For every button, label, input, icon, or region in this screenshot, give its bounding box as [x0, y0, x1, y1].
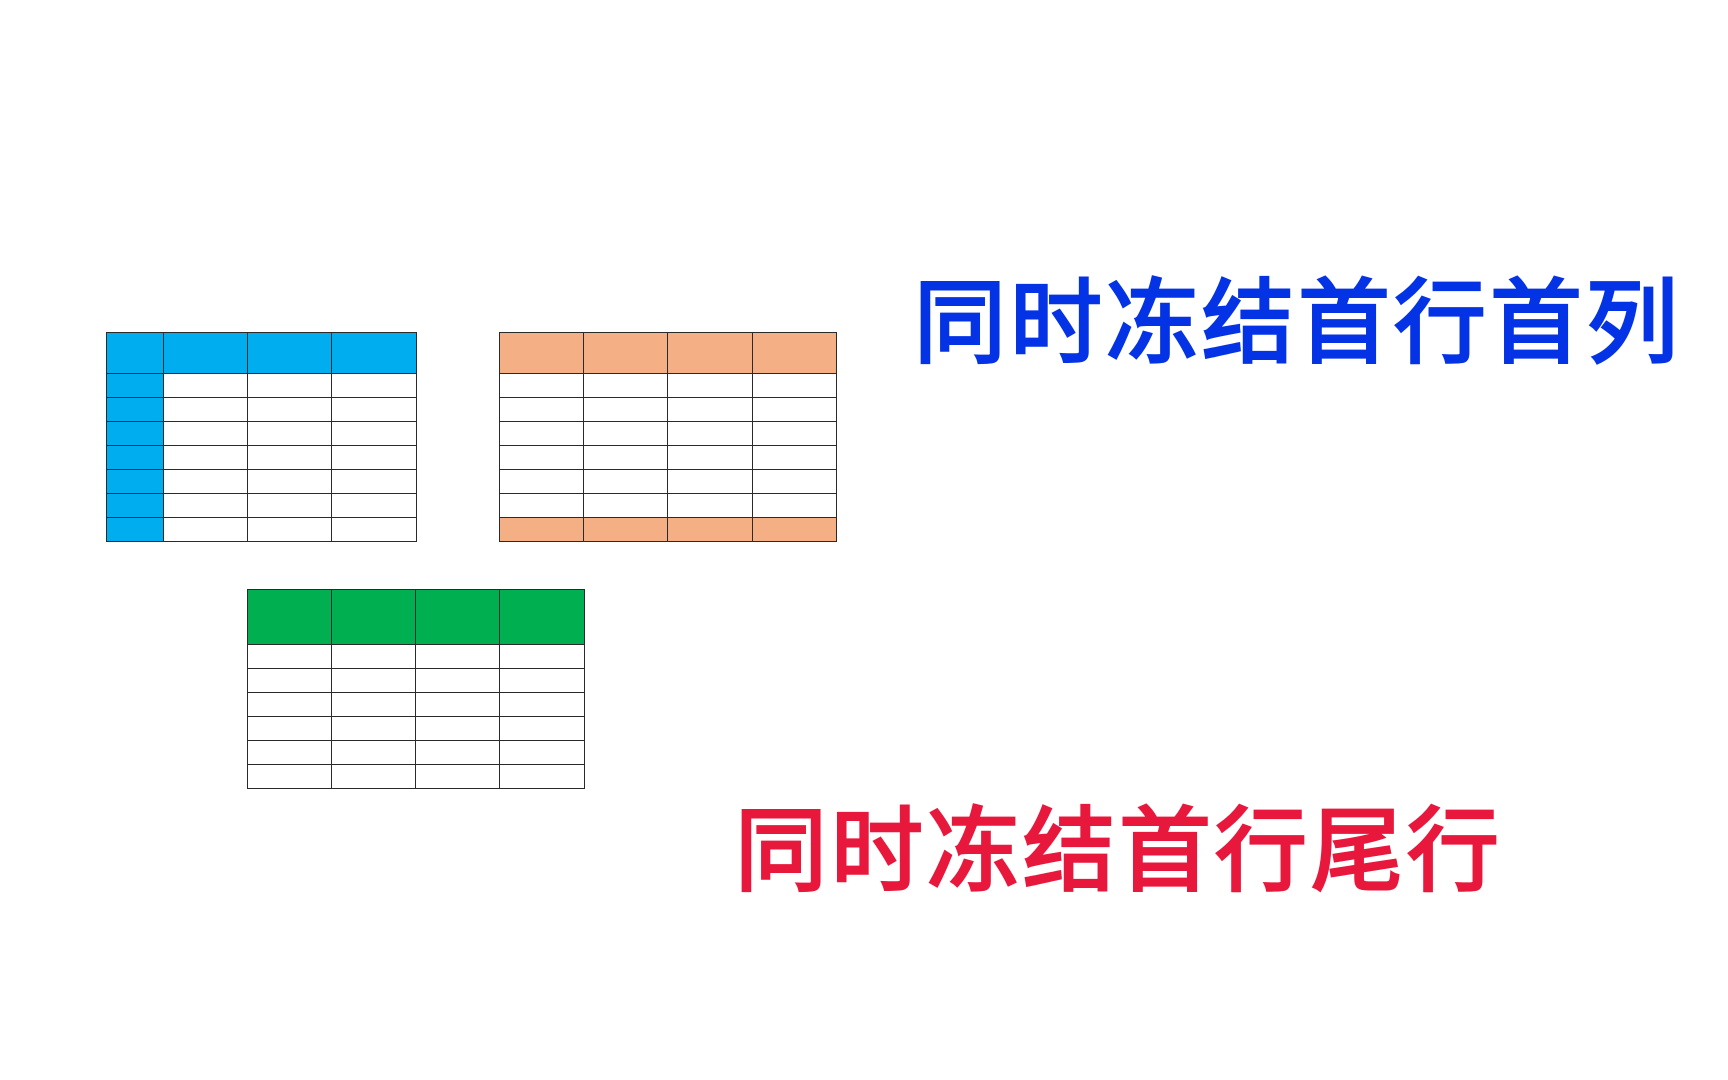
- table-cell: [583, 397, 668, 422]
- footer-cell: [583, 517, 668, 542]
- footer-cell: [499, 517, 584, 542]
- title-freeze-first-row-last-row: 同时冻结首行尾行: [735, 798, 1504, 905]
- table-cell: [247, 469, 332, 494]
- table-cell: [752, 397, 837, 422]
- header-cell: [415, 589, 500, 645]
- table-cell: [331, 445, 417, 470]
- table-cell: [331, 469, 417, 494]
- table-freeze-first-row: [247, 589, 585, 789]
- table-cell: [499, 740, 585, 765]
- table-cell: [247, 445, 332, 470]
- first-column-cell: [106, 493, 164, 518]
- header-cell: [583, 332, 668, 374]
- table-cell: [499, 469, 584, 494]
- table-cell: [752, 445, 837, 470]
- table-cell: [415, 740, 500, 765]
- table-cell: [331, 517, 417, 542]
- table-cell: [331, 397, 417, 422]
- header-cell: [752, 332, 837, 374]
- table-freeze-first-last-row: [499, 332, 837, 542]
- table-cell: [163, 421, 248, 446]
- table-cell: [163, 445, 248, 470]
- header-cell: [106, 332, 164, 374]
- table-cell: [163, 493, 248, 518]
- table-cell: [499, 644, 585, 669]
- table-cell: [331, 740, 416, 765]
- table-cell: [415, 692, 500, 717]
- header-cell: [247, 332, 332, 374]
- table-cell: [667, 373, 753, 398]
- table-cell: [331, 421, 417, 446]
- table-cell: [331, 373, 417, 398]
- table-cell: [163, 373, 248, 398]
- first-column-cell: [106, 517, 164, 542]
- table-cell: [247, 668, 332, 693]
- table-cell: [667, 397, 753, 422]
- footer-cell: [667, 517, 753, 542]
- table-cell: [583, 445, 668, 470]
- first-column-cell: [106, 373, 164, 398]
- table-cell: [247, 692, 332, 717]
- table-cell: [499, 493, 584, 518]
- table-cell: [247, 373, 332, 398]
- table-cell: [331, 692, 416, 717]
- table-cell: [415, 668, 500, 693]
- table-cell: [499, 668, 585, 693]
- table-cell: [247, 764, 332, 789]
- table-cell: [247, 716, 332, 741]
- table-cell: [163, 397, 248, 422]
- first-column-cell: [106, 469, 164, 494]
- table-cell: [499, 692, 585, 717]
- table-cell: [247, 421, 332, 446]
- table-cell: [667, 469, 753, 494]
- header-cell: [667, 332, 753, 374]
- table-cell: [247, 517, 332, 542]
- table-cell: [499, 764, 585, 789]
- table-cell: [247, 740, 332, 765]
- table-cell: [415, 716, 500, 741]
- table-cell: [415, 764, 500, 789]
- table-cell: [752, 469, 837, 494]
- table-cell: [583, 469, 668, 494]
- footer-cell: [752, 517, 837, 542]
- table-cell: [163, 469, 248, 494]
- table-cell: [752, 421, 837, 446]
- table-cell: [331, 644, 416, 669]
- header-cell: [499, 332, 584, 374]
- table-cell: [247, 493, 332, 518]
- table-cell: [583, 421, 668, 446]
- table-cell: [583, 373, 668, 398]
- header-cell: [331, 332, 417, 374]
- table-cell: [331, 493, 417, 518]
- table-cell: [499, 373, 584, 398]
- first-column-cell: [106, 421, 164, 446]
- table-cell: [331, 716, 416, 741]
- table-cell: [247, 397, 332, 422]
- table-cell: [752, 373, 837, 398]
- header-cell: [163, 332, 248, 374]
- table-cell: [667, 445, 753, 470]
- first-column-cell: [106, 445, 164, 470]
- header-cell: [247, 589, 332, 645]
- table-cell: [499, 397, 584, 422]
- first-column-cell: [106, 397, 164, 422]
- title-freeze-first-row-first-column: 同时冻结首行首列: [914, 270, 1683, 377]
- header-cell: [331, 589, 416, 645]
- table-freeze-row-col: [106, 332, 417, 542]
- table-cell: [163, 517, 248, 542]
- table-cell: [667, 421, 753, 446]
- table-cell: [667, 493, 753, 518]
- table-cell: [499, 716, 585, 741]
- table-cell: [752, 493, 837, 518]
- table-cell: [499, 445, 584, 470]
- table-cell: [499, 421, 584, 446]
- table-cell: [415, 644, 500, 669]
- table-cell: [583, 493, 668, 518]
- table-cell: [331, 668, 416, 693]
- header-cell: [499, 589, 585, 645]
- table-cell: [331, 764, 416, 789]
- table-cell: [247, 644, 332, 669]
